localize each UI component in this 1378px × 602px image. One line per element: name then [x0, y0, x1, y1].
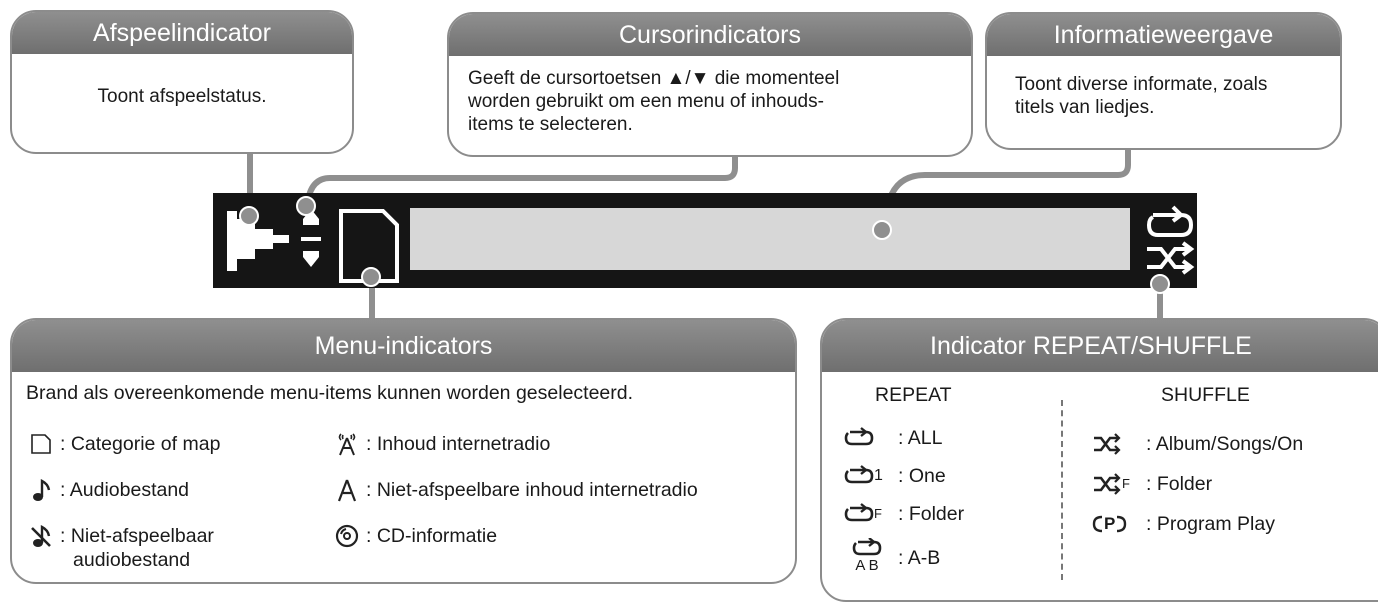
cursor-up-icon [303, 209, 319, 225]
pointer-dot-menu [361, 267, 381, 287]
program-play-icon: P [1092, 510, 1138, 538]
repeat-folder-icon: F [844, 500, 890, 528]
callout-title: Indicator REPEAT/SHUFFLE [822, 320, 1378, 372]
play-indicator-icon [227, 211, 289, 271]
cursor-down-icon [303, 251, 319, 267]
menu-intro-text: Brand als overeenkomende menu-items kunn… [26, 382, 634, 404]
cursor-separator [301, 237, 321, 241]
repeat-item: A B : A-B [844, 538, 940, 578]
repeat-indicator-icon [1146, 205, 1194, 237]
menu-item: : Inhoud internetradio [332, 432, 550, 456]
pointer-dot-info [872, 220, 892, 240]
callout-line: items te selecteren. [468, 114, 633, 135]
callout-text: Toont afspeelstatus. [97, 86, 267, 107]
repeat-item: F : Folder [844, 500, 964, 528]
callout-line: Toont diverse informate, zoals [1015, 74, 1268, 95]
shuffle-folder-icon: F [1092, 470, 1138, 498]
callout-title: Cursorindicators [449, 14, 971, 56]
repeat-all-icon [844, 424, 890, 452]
display-screen [410, 208, 1130, 270]
folder-icon [26, 432, 56, 456]
repeat-item: 1 : One [844, 462, 946, 490]
shuffle-item: F : Folder [1092, 470, 1212, 498]
callout-cursor-indicators: Cursorindicators Geeft de cursortoetsen … [447, 12, 973, 157]
repeat-ab-icon: A B [844, 538, 890, 578]
menu-item: : Niet-afspeelbaar audiobestand [26, 524, 214, 572]
menu-folder-icon [339, 209, 399, 283]
callout-menu-indicators: Menu-indicators Brand als overeenkomende… [10, 318, 797, 584]
shuffle-heading: SHUFFLE [1161, 384, 1250, 406]
connector-cursor [305, 155, 738, 201]
pointer-dot-rs [1150, 274, 1170, 294]
repeat-item: : ALL [844, 424, 942, 452]
callout-information-display: Informatieweergave Toont diverse informa… [985, 12, 1342, 150]
menu-item: : Niet-afspeelbare inhoud internetradio [332, 478, 698, 502]
callout-repeat-shuffle: Indicator REPEAT/SHUFFLE REPEAT SHUFFLE … [820, 318, 1378, 602]
callout-line: Geeft de cursortoetsen ▲/▼ die momenteel [468, 68, 840, 89]
repeat-one-icon: 1 [844, 462, 890, 490]
music-note-crossed-icon [26, 524, 56, 548]
repeat-heading: REPEAT [875, 384, 952, 406]
column-divider [1061, 400, 1063, 580]
callout-line: worden gebruikt om een menu of inhouds- [468, 91, 824, 112]
music-note-icon [26, 478, 56, 502]
pointer-dot-cursor [296, 196, 316, 216]
callout-title: Informatieweergave [987, 14, 1340, 56]
shuffle-item: : Album/Songs/On [1092, 430, 1303, 458]
callout-play-indicator: Afspeelindicator Toont afspeelstatus. [10, 10, 354, 154]
callout-title: Afspeelindicator [12, 12, 352, 54]
connector-info [880, 149, 1131, 231]
menu-item: : CD-informatie [332, 524, 497, 548]
radio-tower-icon [332, 432, 362, 456]
shuffle-icon [1092, 430, 1138, 458]
menu-item: : Audiobestand [26, 478, 189, 502]
shuffle-item: P : Program Play [1092, 510, 1275, 538]
callout-line: titels van liedjes. [1015, 97, 1155, 118]
cd-icon [332, 524, 362, 548]
menu-item: : Categorie of map [26, 432, 220, 456]
shuffle-indicator-icon [1147, 241, 1195, 275]
pointer-dot-play [239, 206, 259, 226]
display-icons [227, 205, 1195, 283]
radio-tower-off-icon [332, 478, 362, 502]
callout-title: Menu-indicators [12, 320, 795, 372]
